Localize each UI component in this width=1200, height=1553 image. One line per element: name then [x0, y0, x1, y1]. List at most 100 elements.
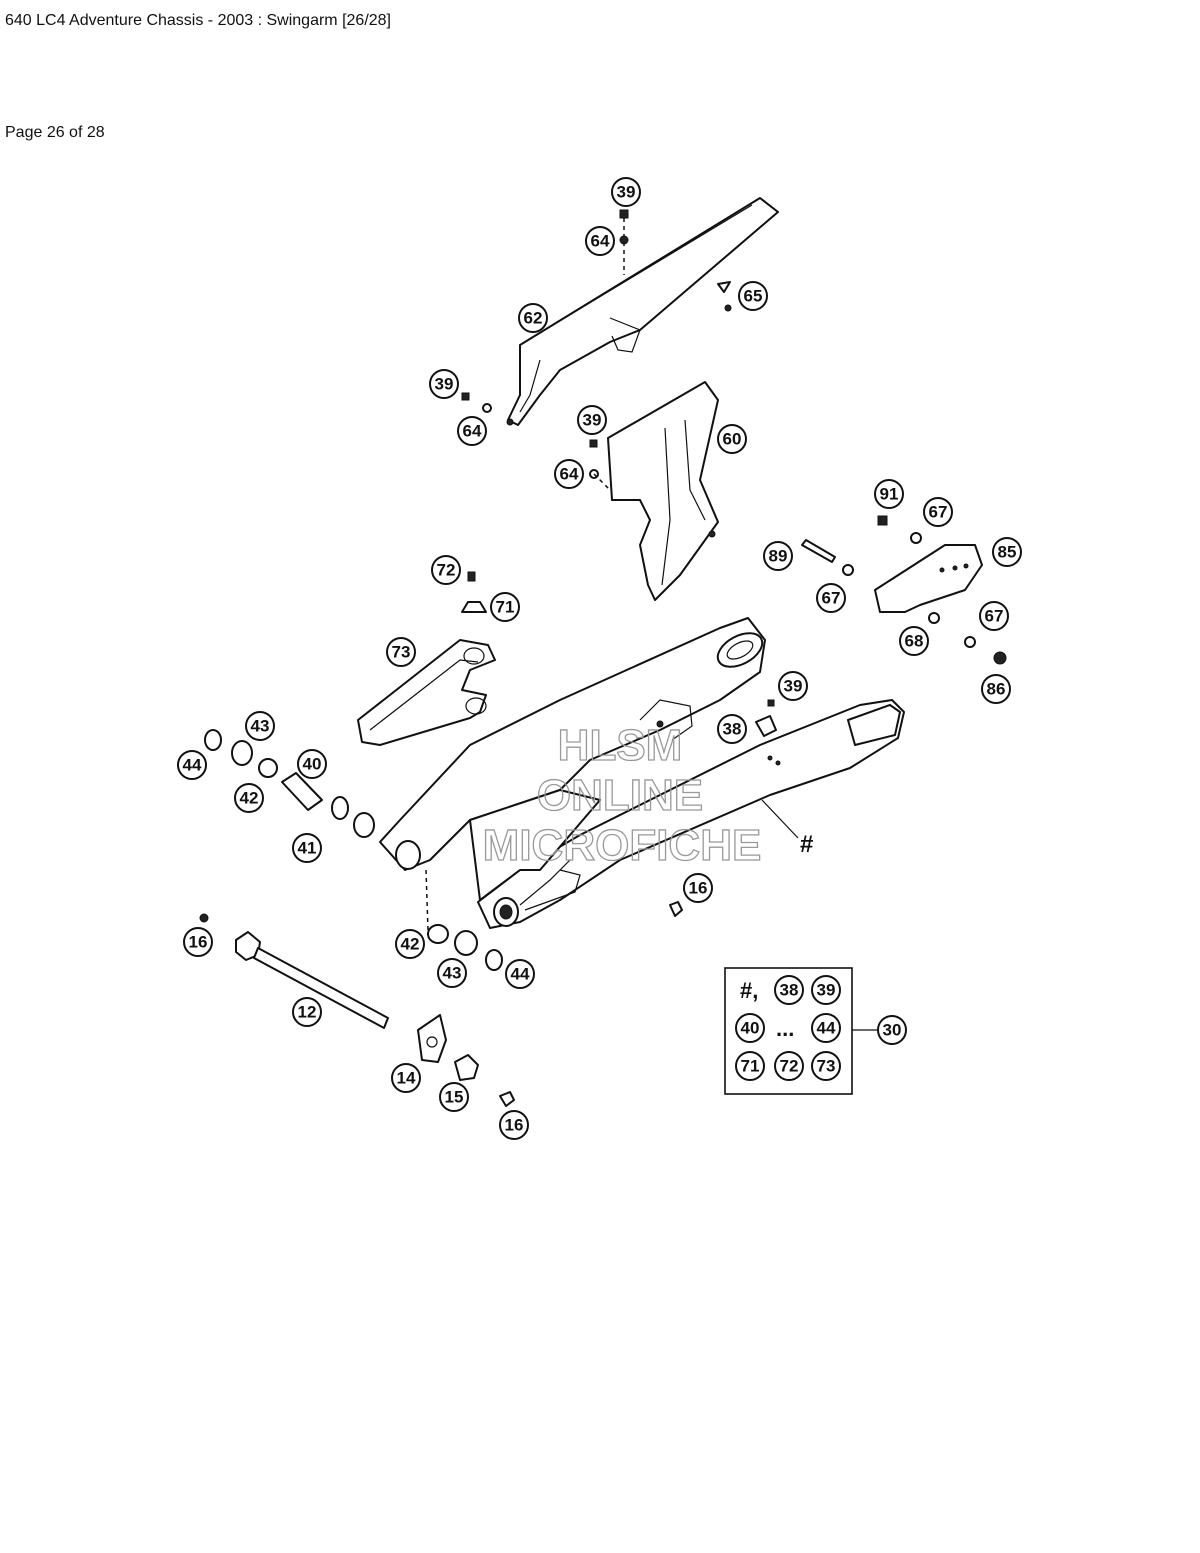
callout-41: 41: [292, 833, 322, 863]
screw-72: [467, 571, 476, 582]
svg-text:73: 73: [392, 643, 411, 662]
kit-hash: #,: [740, 978, 758, 1003]
callout-44-left: 44: [177, 750, 207, 780]
callout-30: 30: [877, 1015, 907, 1045]
callout-65: 65: [738, 281, 768, 311]
callout-16-right: 16: [683, 873, 713, 903]
callout-67-mid: 67: [816, 583, 846, 613]
callouts: 39 64 65 62 39 64 39 60 64 91 67 85 89 6…: [177, 177, 1022, 1140]
callout-91: 91: [874, 479, 904, 509]
callout-72: 72: [431, 555, 461, 585]
svg-text:16: 16: [689, 879, 708, 898]
cap-bottom: [499, 1091, 515, 1107]
svg-text:44: 44: [817, 1019, 836, 1038]
callout-60: 60: [717, 424, 747, 454]
watermark: HLSM ONLINE MICROFICHE: [482, 720, 762, 870]
callout-39-lower: 39: [778, 671, 808, 701]
svg-text:39: 39: [784, 677, 803, 696]
washer-67c: [964, 636, 976, 648]
callout-40: 40: [297, 749, 327, 779]
callout-68: 68: [899, 626, 929, 656]
screw-65: [724, 304, 732, 312]
watermark-line-2: ONLINE: [537, 771, 703, 820]
svg-text:30: 30: [883, 1021, 902, 1040]
svg-text:91: 91: [880, 485, 899, 504]
pivot-bearings-left: [204, 729, 375, 838]
svg-text:12: 12: [298, 1003, 317, 1022]
watermark-line-3: MICROFICHE: [483, 821, 762, 870]
callout-16-left: 16: [183, 927, 213, 957]
washer-2: [482, 403, 492, 413]
kit-item-40: 40: [735, 1013, 765, 1043]
callout-67-right: 67: [979, 601, 1009, 631]
svg-text:39: 39: [583, 411, 602, 430]
kit-ellipsis: ...: [776, 1016, 794, 1041]
clamp-38: [755, 715, 777, 737]
kit-item-38: 38: [774, 975, 804, 1005]
svg-text:16: 16: [189, 933, 208, 952]
svg-text:62: 62: [524, 309, 543, 328]
assembly-marker: #: [800, 831, 813, 858]
chain-guide: [874, 544, 983, 613]
svg-text:89: 89: [769, 547, 788, 566]
screw-1: [619, 209, 629, 219]
cap-right: [669, 901, 683, 917]
callout-43-left: 43: [245, 711, 275, 741]
washer-67b: [842, 564, 854, 576]
callout-64-top: 64: [585, 226, 615, 256]
svg-text:40: 40: [741, 1019, 760, 1038]
svg-text:68: 68: [905, 632, 924, 651]
svg-text:65: 65: [744, 287, 763, 306]
svg-text:71: 71: [741, 1057, 760, 1076]
cap-71: [461, 601, 487, 613]
bolt-89: [801, 539, 836, 563]
nut-86: [993, 651, 1007, 665]
callout-14: 14: [391, 1063, 421, 1093]
callout-42-right: 42: [395, 929, 425, 959]
svg-text:44: 44: [511, 965, 530, 984]
svg-text:43: 43: [251, 717, 270, 736]
kit-item-71: 71: [735, 1051, 765, 1081]
spacer-68: [928, 612, 940, 624]
callout-42-left: 42: [234, 783, 264, 813]
callout-39-left: 39: [429, 369, 459, 399]
callout-16-bottom: 16: [499, 1110, 529, 1140]
svg-text:64: 64: [591, 232, 610, 251]
callout-62: 62: [518, 303, 548, 333]
callout-39-mid: 39: [577, 405, 607, 435]
callout-86: 86: [981, 674, 1011, 704]
pivot-bearings-right: [425, 869, 503, 971]
screw-3: [589, 439, 598, 448]
kit-item-44: 44: [811, 1013, 841, 1043]
pivot-nut: [454, 1054, 479, 1081]
svg-text:38: 38: [780, 981, 799, 1000]
chain-guard-lower: [607, 381, 719, 601]
svg-text:44: 44: [183, 756, 202, 775]
svg-text:42: 42: [401, 935, 420, 954]
callout-12: 12: [292, 997, 322, 1027]
kit-box: #, 38 39 40 ... 44 71 72 73 30: [724, 967, 907, 1095]
svg-text:67: 67: [822, 589, 841, 608]
washer-1: [619, 235, 629, 245]
svg-text:43: 43: [443, 964, 462, 983]
swingarm-body: [379, 617, 905, 929]
kit-item-39: 39: [811, 975, 841, 1005]
svg-text:42: 42: [240, 789, 259, 808]
chain-guard-upper: [506, 197, 779, 426]
svg-text:73: 73: [817, 1057, 836, 1076]
page-number: Page 26 of 28: [5, 124, 105, 141]
callout-67-top: 67: [923, 497, 953, 527]
chain-slider: [357, 639, 496, 746]
pivot-bolt: [235, 931, 389, 1029]
callout-43-right: 43: [437, 958, 467, 988]
watermark-line-1: HLSM: [558, 721, 683, 770]
svg-text:39: 39: [435, 375, 454, 394]
svg-text:67: 67: [985, 607, 1004, 626]
callout-39-top: 39: [611, 177, 641, 207]
svg-text:64: 64: [463, 422, 482, 441]
chain-adjuster-plate: [417, 1014, 447, 1063]
svg-text:60: 60: [723, 430, 742, 449]
callout-38: 38: [717, 714, 747, 744]
svg-text:39: 39: [617, 183, 636, 202]
